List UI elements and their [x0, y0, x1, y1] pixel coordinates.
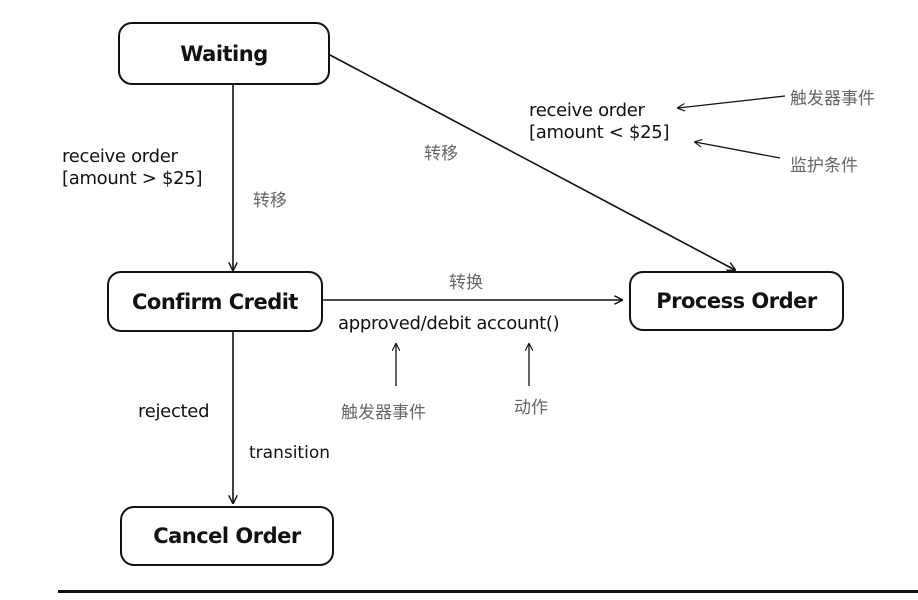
- action-text-approved: approved/debit account(): [338, 313, 560, 334]
- state-process-order: Process Order: [629, 271, 844, 331]
- event-rejected: rejected: [138, 401, 210, 422]
- state-waiting: Waiting: [118, 22, 330, 85]
- pointer-guard-condition: [695, 142, 781, 159]
- state-confirm-credit-label: Confirm Credit: [132, 289, 298, 314]
- transition-label-cn-left: 转移: [253, 191, 287, 211]
- state-cancel-order-label: Cancel Order: [153, 524, 301, 548]
- arrow-waiting-to-process: [329, 54, 735, 270]
- pointer-trigger-event-top: [678, 95, 786, 108]
- guard-amount-lt-25: [amount < $25]: [529, 122, 670, 143]
- event-receive-order-right: receive order: [529, 100, 645, 121]
- note-trigger-event-bottom: 触发器事件: [341, 403, 426, 423]
- transition-label-cn-middle: 转换: [449, 273, 483, 293]
- state-cancel-order: Cancel Order: [120, 506, 334, 566]
- state-waiting-label: Waiting: [180, 41, 268, 66]
- transition-label-en: transition: [249, 443, 330, 463]
- note-guard-condition: 监护条件: [790, 156, 858, 176]
- guard-amount-gt-25: [amount > $25]: [62, 168, 203, 189]
- bottom-divider: [58, 590, 918, 593]
- note-action: 动作: [514, 398, 548, 418]
- transition-label-cn-diagonal: 转移: [424, 144, 458, 164]
- guard-label-right: receive order [amount < $25]: [529, 100, 669, 144]
- guard-label-left: receive order [amount > $25]: [62, 146, 202, 190]
- state-process-order-label: Process Order: [656, 289, 817, 313]
- note-trigger-event-top: 触发器事件: [790, 89, 875, 109]
- state-confirm-credit: Confirm Credit: [107, 271, 323, 332]
- event-receive-order-left: receive order: [62, 146, 178, 167]
